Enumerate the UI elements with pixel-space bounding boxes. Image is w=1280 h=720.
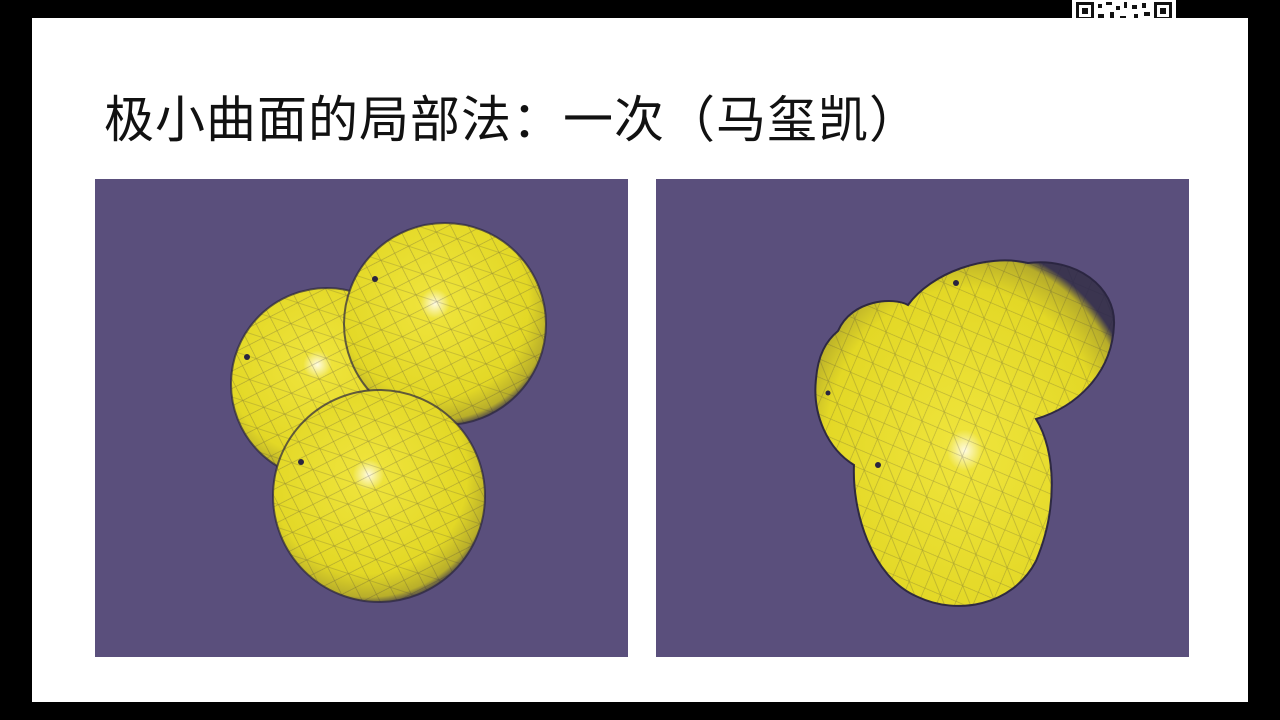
three-sphere-mesh-icon bbox=[95, 179, 628, 657]
merged-surface-render bbox=[656, 179, 1189, 657]
presentation-slide: 极小曲面的局部法：一次（马玺凯） bbox=[32, 18, 1248, 702]
three-spheres-render bbox=[95, 179, 628, 657]
slide-title: 极小曲面的局部法：一次（马玺凯） bbox=[104, 91, 920, 149]
merged-blob-mesh-icon bbox=[656, 179, 1189, 657]
